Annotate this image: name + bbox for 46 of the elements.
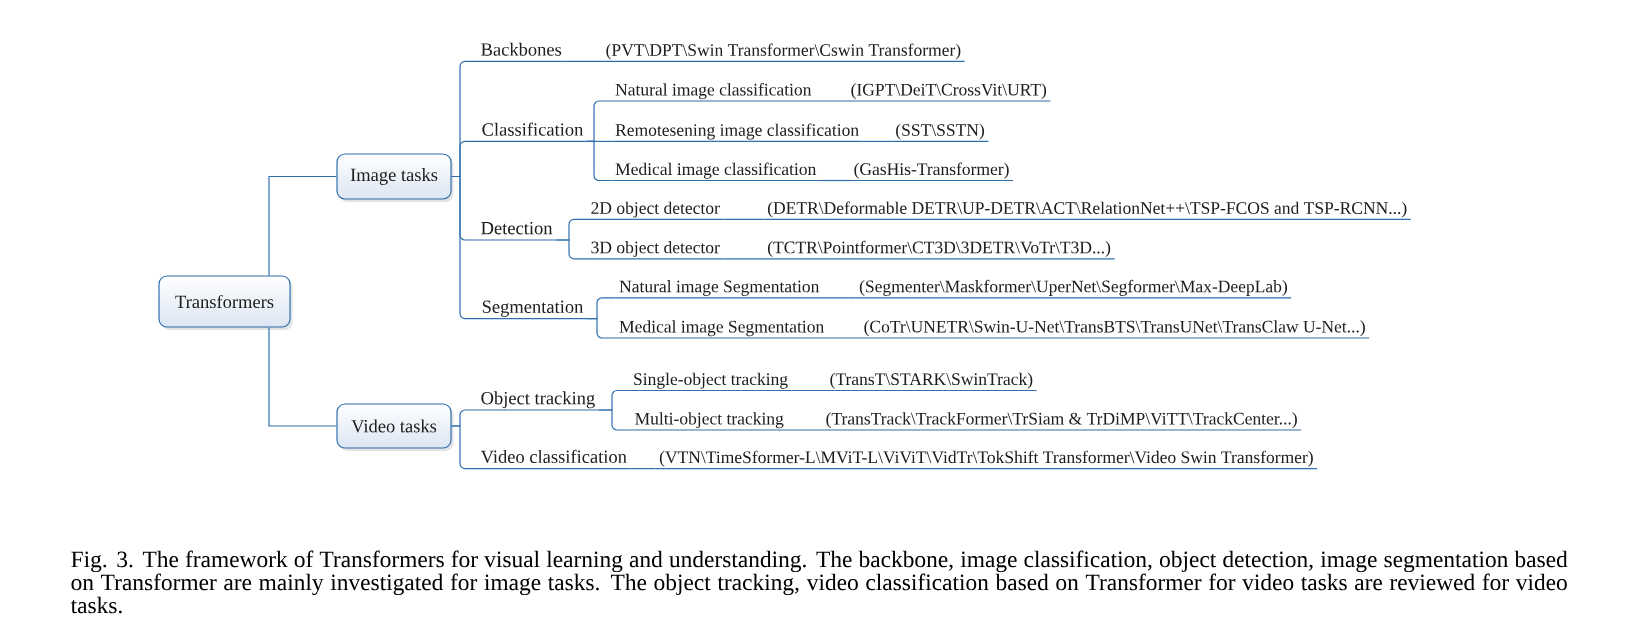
topic-box: Image tasks xyxy=(336,153,454,202)
underlined-topic: Medical image classification xyxy=(610,162,821,182)
topic-box: Transformers xyxy=(158,275,293,330)
connector xyxy=(598,409,632,431)
connector xyxy=(862,140,893,142)
method-list: (TransTrack\TrackFormer\TrSiam & TrDiMP\ViTT\TrackCenter...) xyxy=(821,412,1302,431)
connector xyxy=(722,218,765,220)
underlined-topic: Multi-object tracking xyxy=(630,412,788,431)
underlined-topic: Remotesening image classification xyxy=(610,123,864,142)
connector xyxy=(555,239,588,260)
method-list: (TransT\STARK\SwinTrack) xyxy=(825,372,1038,392)
connector xyxy=(822,297,857,299)
underlined-topic: 3D object detector xyxy=(586,241,725,260)
connector xyxy=(722,258,765,260)
connector xyxy=(268,327,337,427)
underlined-topic: Single-object tracking xyxy=(628,372,793,392)
figure-caption: Fig. 3. The framework of Transformers for visual learning and understanding. The backbone, image classification, object detection, image segmentation based on Transformer are mainly investigated for image tasks. The object tracking, video classification based on Transformer for video tasks are reviewed for video tasks. xyxy=(70,550,1568,614)
method-list: (SST\SSTN) xyxy=(891,123,989,142)
connector xyxy=(786,429,823,431)
connector xyxy=(827,337,861,339)
method-list: (VTN\TimeSformer-L\MViT-L\ViViT\VidTr\TokShift Transformer\Video Swin Transformer) xyxy=(654,450,1318,470)
underlined-topic: Detection xyxy=(476,221,557,241)
method-list: (CoTr\UNETR\Swin-U-Net\TransBTS\TransUNet\TransClaw U-Net...) xyxy=(859,320,1370,339)
method-list: (PVT\DPT\Swin Transformer\Cswin Transformer) xyxy=(601,43,966,62)
method-list: (DETR\Deformable DETR\UP-DETR\ACT\RelationNet++\TSP-FCOS and TSP-RCNN...) xyxy=(763,201,1412,220)
underlined-topic: Backbones xyxy=(476,42,566,62)
underlined-topic: Object tracking xyxy=(476,391,600,411)
topic-box: Video tasks xyxy=(336,403,454,451)
connector xyxy=(564,60,603,62)
connector xyxy=(629,468,657,470)
method-list: (GasHis-Transformer) xyxy=(849,162,1014,182)
connector xyxy=(819,179,851,182)
method-list: (Segmenter\Maskformer\UperNet\Segformer\Max-DeepLab) xyxy=(854,279,1292,299)
underlined-topic: 2D object detector xyxy=(586,201,725,220)
underlined-topic: Classification xyxy=(477,122,588,142)
underlined-topic: Natural image Segmentation xyxy=(614,280,824,299)
underlined-topic: Natural image classification xyxy=(610,83,816,102)
underlined-topic: Video classification xyxy=(476,449,632,470)
connector xyxy=(814,100,848,102)
connector xyxy=(791,389,827,392)
method-list: (TCTR\Pointformer\CT3D\3DETR\VoTr\T3D...) xyxy=(763,240,1116,260)
connector xyxy=(586,318,617,339)
connector xyxy=(268,175,337,276)
underlined-topic: Medical image Segmentation xyxy=(614,320,829,339)
method-list: (IGPT\DeiT\CrossVit\URT) xyxy=(846,83,1052,102)
underlined-topic: Segmentation xyxy=(477,300,588,320)
